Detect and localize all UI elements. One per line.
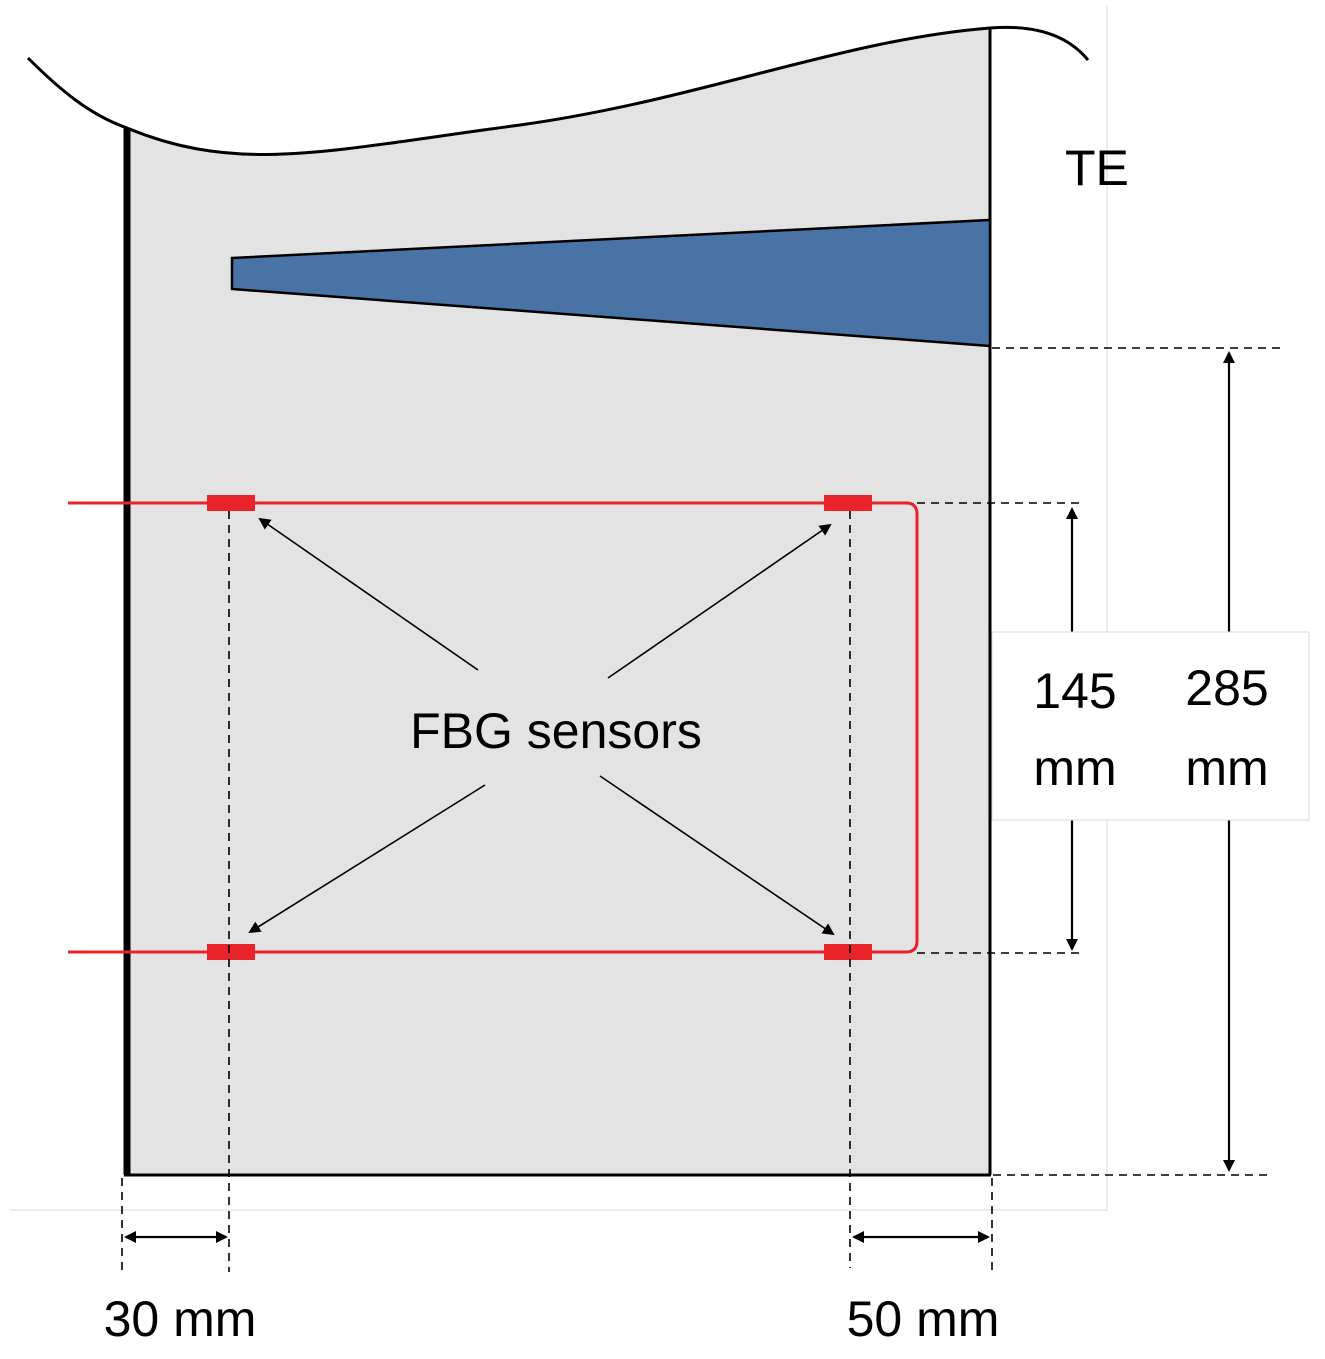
fbg-sensor-bottom-left xyxy=(207,944,255,960)
dim-145-unit: mm xyxy=(1033,740,1116,796)
fbg-sensor-bottom-right xyxy=(824,944,872,960)
fbg-sensors-label: FBG sensors xyxy=(410,703,702,759)
optical-fiber xyxy=(68,501,919,954)
te-label: TE xyxy=(1065,140,1129,196)
dim-285-unit: mm xyxy=(1185,740,1268,796)
dim-285-value: 285 xyxy=(1185,660,1268,716)
dim-145-value: 145 xyxy=(1033,663,1116,719)
dimension-label-box xyxy=(991,631,1310,821)
dim-50-label: 50 mm xyxy=(847,1291,1000,1347)
break-line xyxy=(26,25,1090,156)
arrow-to-top-right-sensor xyxy=(607,523,832,679)
panel xyxy=(127,28,990,1175)
arrow-to-bottom-left-sensor xyxy=(248,784,486,934)
fbg-sensor-top-left xyxy=(207,495,255,511)
arrow-to-top-left-sensor xyxy=(258,517,479,671)
dim-30-label: 30 mm xyxy=(104,1291,257,1347)
arrow-to-bottom-right-sensor xyxy=(599,775,835,936)
trailing-edge-wedge xyxy=(230,218,992,348)
fbg-sensor-top-right xyxy=(824,495,872,511)
